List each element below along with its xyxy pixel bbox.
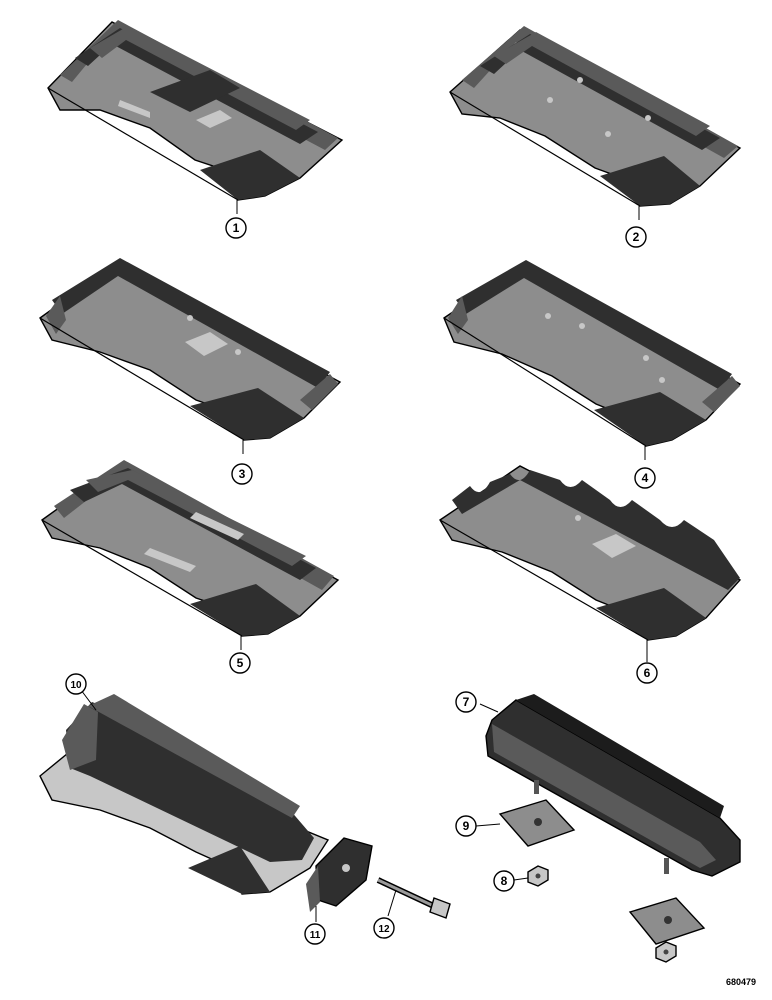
- mounting-plate: [475, 799, 706, 945]
- callout-6: 6: [636, 662, 658, 684]
- rubber-pad-block: [479, 694, 741, 877]
- bolt: [376, 877, 451, 919]
- callout-2: 2: [625, 226, 647, 248]
- end-bracket: [306, 837, 373, 922]
- hex-nut: [513, 865, 677, 963]
- track-shoe-4: [443, 260, 742, 460]
- track-shoe-5: [41, 460, 340, 650]
- callout-10: 10: [65, 673, 87, 695]
- callout-4-label: 4: [642, 471, 649, 485]
- callout-1-label: 1: [233, 221, 240, 235]
- callout-12-label: 12: [378, 924, 390, 935]
- callout-6-label: 6: [644, 666, 651, 680]
- callout-7: 7: [455, 691, 477, 713]
- track-shoe-1: [47, 20, 344, 214]
- callout-10-label: 10: [70, 680, 82, 691]
- callout-11: 11: [304, 923, 326, 945]
- callout-11-label: 11: [310, 930, 321, 941]
- track-shoe-6: [439, 465, 742, 662]
- callout-2-label: 2: [633, 230, 640, 244]
- reference-number: 680479: [726, 977, 756, 987]
- callout-4: 4: [634, 467, 656, 489]
- callout-3: 3: [231, 463, 253, 485]
- callout-12: 12: [373, 917, 395, 939]
- callout-8: 8: [493, 870, 515, 892]
- callout-1: 1: [225, 217, 247, 239]
- callout-3-label: 3: [239, 467, 246, 481]
- callout-9: 9: [455, 815, 477, 837]
- callout-9-label: 9: [463, 819, 470, 833]
- callout-7-label: 7: [463, 695, 470, 709]
- callout-8-label: 8: [501, 874, 508, 888]
- track-shoe-2: [449, 26, 742, 220]
- track-shoe-3: [39, 258, 342, 454]
- callout-5: 5: [229, 652, 251, 674]
- rubber-pad-shoe-assembly: [39, 685, 330, 895]
- callout-5-label: 5: [237, 656, 244, 670]
